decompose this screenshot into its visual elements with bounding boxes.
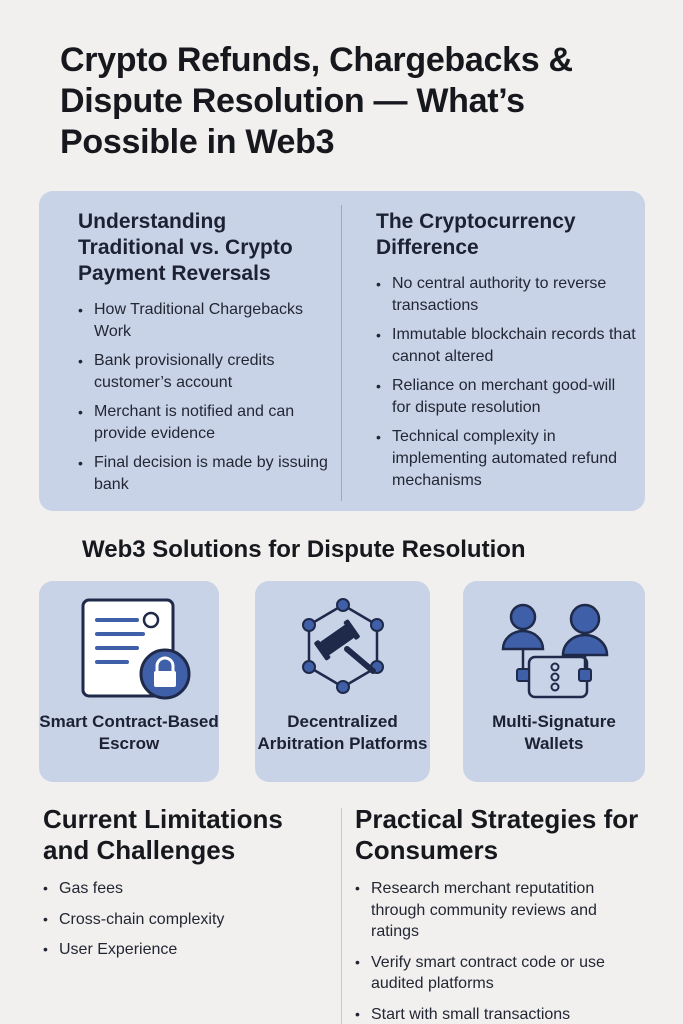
list-item: Bank provisionally credits customer’s ac… [78, 350, 338, 394]
crypto-list: No central authority to reverse transact… [376, 273, 636, 492]
crypto-column: The Cryptocurrency Difference No central… [376, 209, 636, 499]
arbitration-label: Decentralized Arbitration Platforms [257, 712, 428, 753]
bottom-divider [341, 808, 342, 1024]
panel-divider [341, 205, 342, 501]
list-item: User Experience [43, 939, 323, 961]
page-title: Crypto Refunds, Chargebacks & Dispute Re… [60, 41, 573, 161]
crypto-heading: The Cryptocurrency Difference [376, 210, 576, 259]
list-item: Merchant is notified and can provide evi… [78, 401, 338, 445]
list-item: Verify smart contract code or use audite… [355, 952, 645, 995]
arbitration-card: Decentralized Arbitration Platforms [255, 581, 430, 782]
document-lock-icon [81, 598, 191, 700]
list-item: Gas fees [43, 878, 323, 900]
list-item: Final decision is made by issuing bank [78, 452, 338, 496]
strategies-list: Research merchant reputatition through c… [355, 878, 645, 1024]
traditional-column: Understanding Traditional vs. Crypto Pay… [78, 209, 338, 503]
traditional-heading: Understanding Traditional vs. Crypto Pay… [78, 210, 293, 285]
solutions-heading: Web3 Solutions for Dispute Resolution [82, 536, 526, 563]
list-item: Reliance on merchant good-will for dispu… [376, 375, 636, 419]
multi-user-wallet-icon [501, 603, 609, 699]
limitations-heading: Current Limitations and Challenges [43, 804, 283, 865]
limitations-section: Current Limitations and Challenges Gas f… [43, 804, 323, 970]
list-item: No central authority to reverse transact… [376, 273, 636, 317]
list-item: Technical complexity in implementing aut… [376, 426, 636, 492]
strategies-section: Practical Strategies for Consumers Resea… [355, 804, 645, 1024]
limitations-list: Gas fees Cross-chain complexity User Exp… [43, 878, 323, 961]
list-item: Research merchant reputatition through c… [355, 878, 645, 943]
list-item: How Traditional Chargebacks Work [78, 299, 338, 343]
strategies-heading: Practical Strategies for Consumers [355, 804, 639, 865]
list-item: Cross-chain complexity [43, 909, 323, 931]
comparison-panel: Understanding Traditional vs. Crypto Pay… [39, 191, 645, 511]
escrow-card: Smart Contract-Based Escrow [39, 581, 219, 782]
gavel-network-icon [302, 598, 384, 694]
list-item: Start with small transactions [355, 1004, 645, 1024]
list-item: Immutable blockchain records that cannot… [376, 324, 636, 368]
multisig-card: Multi-Signature Wallets [463, 581, 645, 782]
traditional-list: How Traditional Chargebacks Work Bank pr… [78, 299, 338, 496]
escrow-label: Smart Contract-Based Escrow [39, 712, 219, 753]
multisig-label: Multi-Signature Wallets [492, 712, 616, 753]
